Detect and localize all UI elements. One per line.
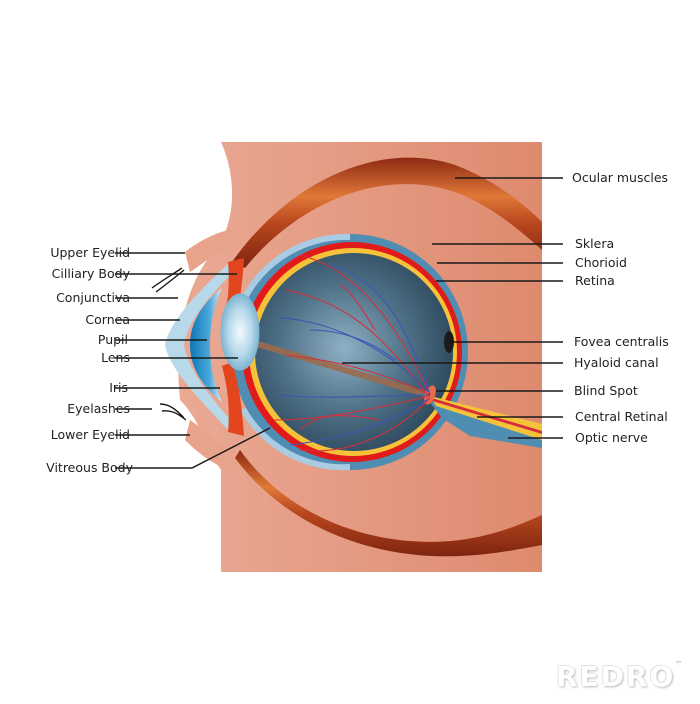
label-iris: Iris (109, 380, 128, 395)
fovea-centralis (444, 331, 454, 353)
label-chorioid: Chorioid (575, 255, 627, 270)
label-upper-eyelid: Upper Eyelid (50, 245, 130, 260)
watermark-text: REDRO (556, 660, 676, 693)
label-sklera: Sklera (575, 236, 615, 251)
upper-ocular-muscle (232, 157, 542, 268)
label-pupil: Pupil (97, 332, 128, 347)
label-ocular-muscles: Ocular muscles (572, 170, 669, 185)
retinal-blood-vessels (274, 254, 431, 452)
label-lens: Lens (101, 350, 130, 365)
lower-eyelid (185, 420, 240, 472)
upper-eyelid (185, 228, 240, 272)
label-fovea-centralis: Fovea centralis (574, 334, 669, 349)
label-cornea: Cornea (85, 312, 130, 327)
label-central-retinal: Central Retinal (575, 409, 668, 424)
lens (220, 293, 260, 371)
lower-eyelashes (159, 403, 187, 421)
watermark-trademark: ™ (675, 660, 685, 668)
upper-eyelashes (151, 267, 185, 293)
label-hyaloid-canal: Hyaloid canal (574, 355, 659, 370)
label-optic-nerve: Optic nerve (575, 430, 648, 445)
hyaloid-canal (253, 340, 430, 398)
cornea-anterior-chamber (190, 288, 222, 402)
label-vitreous-body: Vitreous Body (46, 460, 133, 475)
label-blind-spot: Blind Spot (574, 383, 638, 398)
label-eyelashes: Eyelashes (67, 401, 130, 416)
lower-ocular-muscle (235, 450, 542, 557)
right-leader-lines (342, 177, 563, 439)
label-conjunctiva: Conjunctiva (56, 290, 130, 305)
label-retina: Retina (575, 273, 615, 288)
label-lower-eyelid: Lower Eyelid (50, 427, 130, 442)
central-retinal-vessel (432, 398, 542, 434)
iris-lower (222, 362, 244, 436)
label-cilliary-body: Cilliary Body (51, 266, 130, 281)
watermark-logo: REDRO™ (556, 660, 684, 693)
cornea (165, 262, 238, 432)
left-leader-lines (115, 252, 271, 469)
